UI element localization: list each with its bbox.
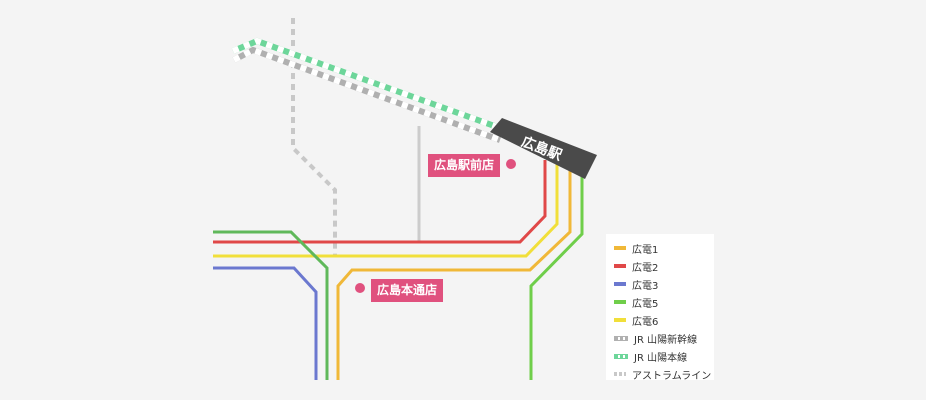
place-label-hondori[interactable]: 広島本通店 [371,279,444,302]
legend-label: 広電6 [632,316,659,328]
legend-item: JR 山陽新幹線 [614,329,714,347]
hiroden-5-west-line [213,230,329,380]
legend: 広電1 広電2 広電3 広電5 広電6 JR 山陽新幹線 JR 山陽本線 アスト… [606,234,714,383]
legend-item: 広電6 [614,311,714,329]
legend-label: JR 山陽新幹線 [634,334,698,346]
astram-line [291,18,337,255]
legend-item: 広電3 [614,275,714,293]
legend-label: 広電2 [632,262,659,274]
hiroden-2-line [213,160,547,244]
place-label-ekimae[interactable]: 広島駅前店 [428,154,501,177]
legend-label: 広電5 [632,298,659,310]
legend-swatch-hiroden-6 [614,318,626,322]
jr-sanyo-shinkansen-line [232,46,502,143]
place-marker-hondori[interactable] [355,283,365,293]
hiroden-3-line [213,266,318,380]
legend-item: JR 山陽本線 [614,347,714,365]
legend-item: アストラムライン [614,365,714,383]
legend-item: 広電2 [614,257,714,275]
legend-swatch-hiroden-1 [614,246,626,250]
place-marker-ekimae[interactable] [506,159,516,169]
jr-sanyo-main-line [231,37,502,131]
legend-swatch-hiroden-5 [614,300,626,304]
legend-swatch-astram [614,372,626,376]
legend-swatch-hiroden-2 [614,264,626,268]
legend-swatch-jr-sanyo [614,353,628,359]
legend-label: JR 山陽本線 [634,352,688,364]
hiroden-5-line [529,170,584,380]
legend-label: 広電1 [632,244,659,256]
hiroden-1-line [336,168,572,380]
legend-item: 広電5 [614,293,714,311]
hiroden-6-line [213,164,559,258]
legend-swatch-jr-shinkansen [614,335,628,341]
legend-item: 広電1 [614,239,714,257]
legend-label: 広電3 [632,280,659,292]
legend-label: アストラムライン [632,370,712,382]
legend-swatch-hiroden-3 [614,282,626,286]
